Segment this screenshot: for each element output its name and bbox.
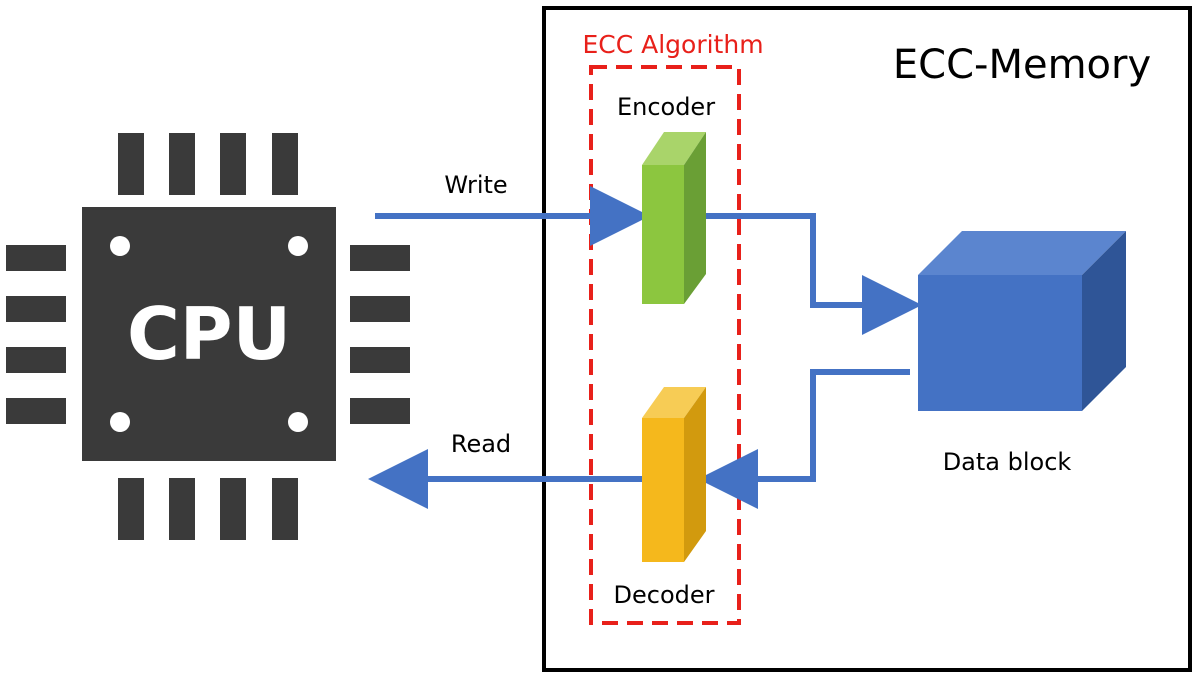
encoder-to-data-block-arrow bbox=[706, 213, 922, 335]
cpu-label: CPU bbox=[127, 292, 291, 376]
ecc-memory-title: ECC-Memory bbox=[893, 42, 1151, 88]
data-block-to-decoder-arrow bbox=[698, 369, 910, 509]
encoder-block bbox=[642, 132, 706, 304]
cpu-pins bbox=[6, 133, 410, 540]
decoder-block bbox=[642, 387, 706, 562]
ecc-algorithm-title: ECC Algorithm bbox=[582, 30, 763, 59]
write-label: Write bbox=[444, 171, 507, 199]
cpu-mount-dots bbox=[110, 236, 308, 432]
ecc-algorithm-box bbox=[589, 65, 741, 625]
decoder-label: Decoder bbox=[614, 581, 715, 609]
ecc-memory-box bbox=[542, 6, 1192, 672]
encoder-label: Encoder bbox=[617, 93, 715, 121]
read-label: Read bbox=[451, 430, 511, 458]
data-block-cube bbox=[918, 231, 1126, 411]
data-block-label: Data block bbox=[943, 448, 1072, 476]
